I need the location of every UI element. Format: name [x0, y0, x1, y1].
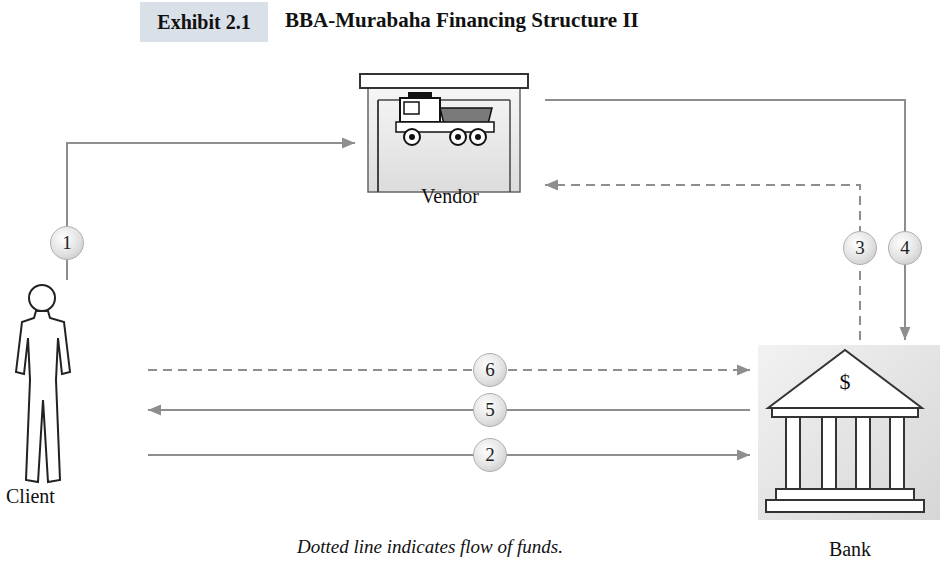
callout-number: 2 — [485, 444, 495, 466]
client-person — [16, 285, 70, 482]
process-arrow — [148, 409, 750, 411]
callout-number: 6 — [485, 359, 495, 381]
process-arrow — [148, 454, 750, 456]
exhibit-number: Exhibit 2.1 — [140, 2, 268, 42]
callout-number: 4 — [900, 237, 910, 259]
callout-circle: 1 — [50, 226, 84, 260]
callout-circle: 4 — [888, 231, 922, 265]
callout-number: 1 — [62, 232, 72, 254]
bank-node: Bank — [750, 340, 942, 565]
funds-flow-arrow — [545, 185, 860, 340]
funds-flow-arrow — [148, 369, 750, 371]
vendor-node: Vendor — [355, 72, 545, 212]
exhibit-box — [140, 2, 268, 42]
vendor-garage — [360, 74, 528, 192]
process-arrow — [67, 143, 355, 280]
bank-building — [758, 345, 940, 520]
callout-number: 5 — [485, 399, 495, 421]
callout-circle: 3 — [843, 231, 877, 265]
callout-circle: 5 — [473, 393, 507, 427]
diagram-title: BBA-Murabaha Financing Structure II — [285, 8, 639, 33]
node-label: Client — [6, 485, 55, 508]
node-label: Vendor — [355, 185, 545, 208]
truck-icon — [396, 92, 494, 145]
dollar-sign: $ — [826, 368, 864, 396]
callout-circle: 2 — [473, 438, 507, 472]
node-label: Bank — [750, 538, 942, 561]
callout-circle: 6 — [473, 353, 507, 387]
diagram-caption: Dotted line indicates flow of funds. — [0, 536, 860, 558]
process-arrow — [545, 100, 905, 340]
client-node: Client — [2, 280, 148, 512]
callout-number: 3 — [855, 237, 865, 259]
